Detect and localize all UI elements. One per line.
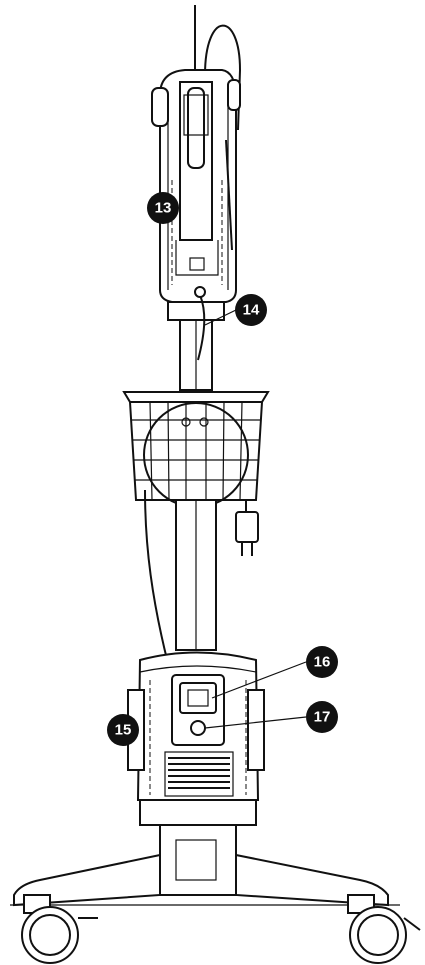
leader-line-16 xyxy=(211,661,307,699)
svg-text:15: 15 xyxy=(115,722,132,739)
wheelbase xyxy=(10,853,400,907)
upper-pole xyxy=(167,286,225,391)
callout-15: 15 xyxy=(107,714,139,746)
left-caster xyxy=(21,894,98,964)
svg-text:16: 16 xyxy=(314,654,331,671)
main-pole xyxy=(175,499,217,651)
svg-text:13: 13 xyxy=(155,200,172,217)
callout-17: 17 xyxy=(306,701,338,733)
base-unit xyxy=(127,651,265,801)
lower-column xyxy=(139,799,257,896)
top-cable xyxy=(194,5,242,131)
callout-13: 13 xyxy=(147,192,179,224)
leader-line-14 xyxy=(204,309,237,326)
vent-grille xyxy=(164,751,234,797)
callout-14: 14 xyxy=(235,294,267,326)
leader-line-17 xyxy=(204,716,307,729)
monitor-housing xyxy=(151,69,241,303)
callout-16: 16 xyxy=(306,646,338,678)
svg-text:17: 17 xyxy=(314,709,331,726)
basket xyxy=(122,391,270,508)
power-plug xyxy=(235,500,259,556)
svg-text:14: 14 xyxy=(243,302,260,319)
right-caster xyxy=(347,894,421,964)
